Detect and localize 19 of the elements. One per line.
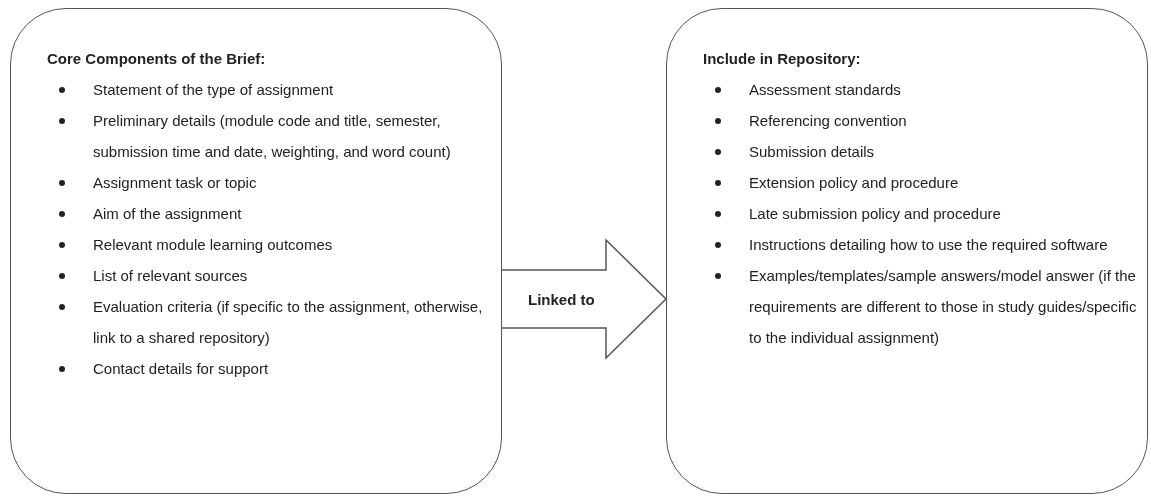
list-item: Examples/templates/sample answers/model answer (if the requirements are different to those in study guides/specific to the individual assignment) <box>749 267 1137 346</box>
list-item: Submission details <box>749 143 875 160</box>
list-item: Assignment task or topic <box>93 174 257 191</box>
rounded-box <box>10 8 502 494</box>
list-item: Evaluation criteria (if specific to the assignment, otherwise, link to a shared repository) <box>93 298 483 346</box>
list-item: Aim of the assignment <box>93 205 242 222</box>
list-item: Statement of the type of assignment <box>93 81 334 98</box>
box-heading: Core Components of the Brief: <box>47 49 266 69</box>
list-item: Relevant module learning outcomes <box>93 236 333 253</box>
list-item: Referencing convention <box>749 112 907 129</box>
list-item: Extension policy and procedure <box>749 174 959 191</box>
list-item: List of relevant sources <box>93 267 248 284</box>
list-item: Instructions detailing how to use the required software <box>749 236 1108 253</box>
list-item: Contact details for support <box>93 360 269 377</box>
box-heading: Include in Repository: <box>703 49 861 69</box>
list-item: Late submission policy and procedure <box>749 205 1001 222</box>
list-item: Assessment standards <box>749 81 901 98</box>
list-item: Preliminary details (module code and title, semester, submission time and date, weighting, and word count) <box>93 112 451 160</box>
rounded-box <box>666 8 1148 494</box>
